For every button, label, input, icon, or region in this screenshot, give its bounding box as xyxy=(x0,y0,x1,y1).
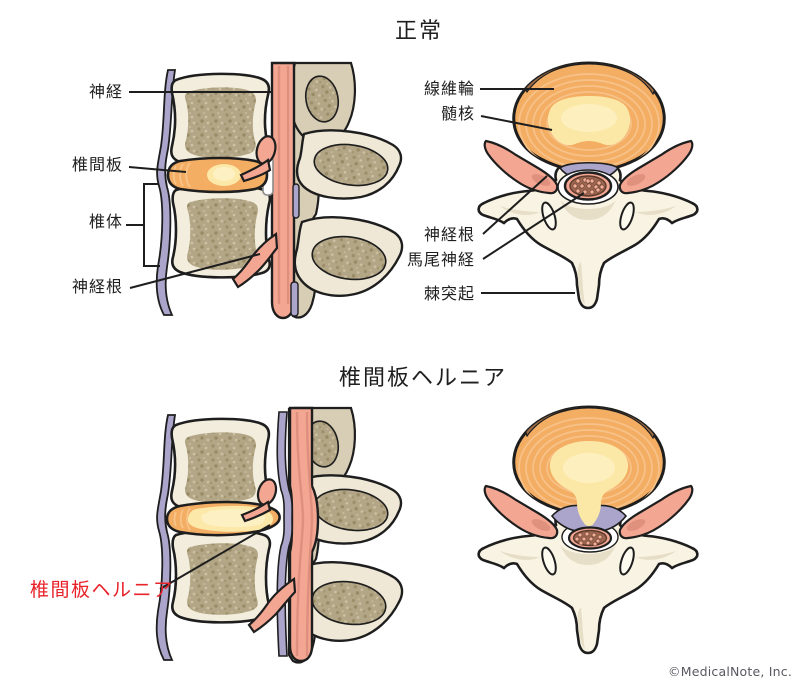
sagittal-hernia-panel xyxy=(155,406,404,664)
label-nerve-root-ax: 神経根 xyxy=(423,225,475,244)
cord-streak xyxy=(305,411,314,657)
spinal-cord xyxy=(270,61,296,320)
leader-nerve-root-sag xyxy=(129,253,261,289)
section-title-normal: 正常 xyxy=(395,19,444,44)
vertebral-body-bracket xyxy=(143,183,160,267)
copyright-credit: ©MedicalNote, Inc. xyxy=(668,664,792,679)
nucleus-highlight-axial xyxy=(563,453,615,483)
leader-nerve-root-ax xyxy=(482,175,548,235)
cauda-fibers xyxy=(574,531,603,547)
disc-ring xyxy=(179,163,184,187)
leader-lines xyxy=(126,88,585,590)
nerve-root-branch xyxy=(239,158,272,183)
leader-nucleus xyxy=(480,115,553,131)
disc-ring xyxy=(172,165,177,185)
leader-cauda xyxy=(482,192,585,260)
nerve-root-lower xyxy=(231,232,279,289)
disc-ring xyxy=(179,509,184,529)
nucleus-highlight-axial xyxy=(561,104,617,132)
label-nerve-root-sag: 神経根 xyxy=(71,277,123,296)
label-vertebral-body: 椎体 xyxy=(88,212,123,231)
label-nerve: 神経 xyxy=(88,82,123,101)
dura-fragment xyxy=(290,281,299,317)
label-annulus-fibrosus: 線維輪 xyxy=(423,79,475,98)
cauda-fibers xyxy=(572,177,605,195)
disc-ring xyxy=(185,162,191,188)
label-nucleus-pulposus: 髄核 xyxy=(440,104,475,123)
leader-hernia xyxy=(159,524,271,590)
dura-fragment xyxy=(292,183,300,219)
sagittal-normal-panel xyxy=(155,61,404,320)
section-title-hernia: 椎間板ヘルニア xyxy=(339,366,508,391)
disc-ring xyxy=(186,507,191,531)
label-intervertebral-disc: 椎間板 xyxy=(71,155,123,174)
label-disc-hernia: 椎間板ヘルニア xyxy=(30,579,174,601)
nucleus-highlight xyxy=(213,167,235,181)
nerve-root-lower xyxy=(247,577,297,634)
leader-disc xyxy=(128,166,187,173)
label-spinous-process: 棘突起 xyxy=(423,284,475,303)
disc-ring xyxy=(173,511,177,527)
cord-streak xyxy=(295,411,305,657)
label-cauda-equina: 馬尾神経 xyxy=(406,250,475,269)
nerve-root-branch xyxy=(240,500,272,523)
axial-hernia-panel xyxy=(477,405,699,655)
axial-normal-panel xyxy=(477,61,699,310)
